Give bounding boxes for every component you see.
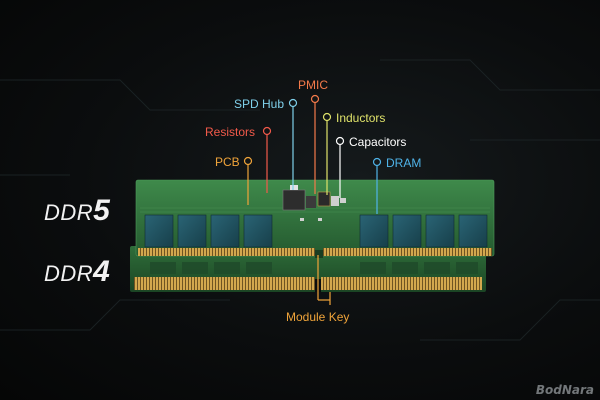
leader-module-key [317, 255, 331, 305]
callout-leaders [243, 94, 382, 305]
ddr5-module [135, 179, 495, 258]
leader-pcb [243, 156, 253, 205]
ddr5-dram-chips-right [359, 214, 488, 248]
background-circuitry [0, 59, 600, 341]
ddr5-contacts-right [323, 248, 492, 256]
ddr5-label-word: DDR [44, 200, 94, 225]
label-capacitors: Capacitors [349, 135, 407, 149]
label-module-key: Module Key [286, 310, 350, 324]
ddr5-label-number: 5 [93, 194, 110, 227]
label-pcb: PCB [215, 155, 240, 169]
ddr4-label-number: 4 [93, 255, 110, 288]
ddr4-label: DDR4 [44, 255, 110, 289]
leader-inductors [322, 112, 332, 195]
leader-dram [372, 157, 382, 214]
ddr4-label-word: DDR [44, 261, 94, 286]
ddr5-contacts-left [138, 248, 315, 256]
ddr5-power-management-area [282, 185, 346, 221]
ddr5-label: DDR5 [44, 194, 110, 228]
label-spd-hub: SPD Hub [234, 97, 285, 111]
label-pmic: PMIC [298, 78, 328, 92]
leader-capacitors [335, 136, 345, 198]
ddr4-contacts-right [321, 277, 482, 290]
leader-pmic [310, 94, 320, 194]
leader-resistors [262, 126, 272, 193]
label-inductors: Inductors [336, 111, 386, 125]
ddr5-module-key-notch [315, 250, 323, 258]
watermark-logo: BodNara [535, 383, 594, 397]
label-dram: DRAM [386, 156, 422, 170]
ddr5-dram-chips-left [144, 214, 273, 248]
label-resistors: Resistors [205, 125, 256, 139]
leader-spd-hub [288, 98, 298, 190]
ddr4-contacts-left [134, 277, 315, 290]
